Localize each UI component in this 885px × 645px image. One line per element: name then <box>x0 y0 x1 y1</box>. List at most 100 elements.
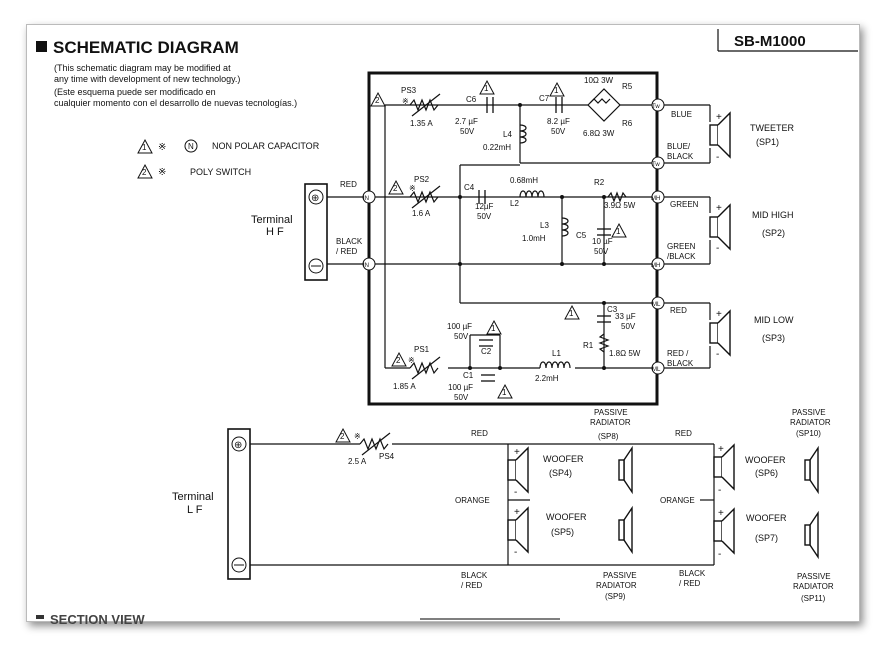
sp7-label-2: (SP7) <box>755 533 778 543</box>
svg-text:-: - <box>716 243 719 254</box>
ml-minus-wire-1: RED / <box>667 349 689 358</box>
svg-text:+: + <box>514 447 520 458</box>
l1-value: 2.2mH <box>535 374 559 383</box>
in-node-plus: IN <box>362 190 376 204</box>
c5-label: C5 <box>576 231 587 240</box>
l1-label: L1 <box>552 349 561 358</box>
lf-terminal-sub: L F <box>187 504 203 516</box>
in-node-minus: IN <box>362 257 376 271</box>
node-ml-plus: ML <box>651 296 665 310</box>
sp4-label-2: (SP4) <box>549 468 572 478</box>
svg-text:+: + <box>718 508 724 519</box>
l2-value: 0.68mH <box>510 176 538 185</box>
svg-text:1: 1 <box>616 227 621 236</box>
svg-text:+: + <box>718 444 724 455</box>
c5-value-1: 10 µF <box>592 237 613 246</box>
svg-text:1: 1 <box>554 86 559 95</box>
svg-text:※: ※ <box>409 184 416 193</box>
ps3-value: 1.35 A <box>410 119 433 128</box>
node-tw-minus: Tw <box>651 156 665 170</box>
sp10-label-3: (SP10) <box>796 429 821 438</box>
ml-minus-wire-2: BLACK <box>667 359 694 368</box>
hf-terminal-label: Terminal <box>251 214 293 226</box>
svg-text:+: + <box>716 203 722 214</box>
mh-minus-wire-2: /BLACK <box>667 252 696 261</box>
svg-text:2: 2 <box>340 432 345 441</box>
sp2-label-1: MID HIGH <box>752 210 794 220</box>
svg-text:⊕: ⊕ <box>234 440 242 451</box>
sp3-label-1: MID LOW <box>754 315 794 325</box>
sp10-label-1: PASSIVE <box>792 408 826 417</box>
node-ml-minus: ML <box>651 361 665 375</box>
svg-text:※: ※ <box>158 142 166 153</box>
svg-text:1: 1 <box>502 388 507 397</box>
node-mh-plus: MH <box>651 190 665 204</box>
c6-label: C6 <box>466 95 477 104</box>
ps3-label: PS3 <box>401 86 417 95</box>
node-mh-minus: MH <box>651 257 665 271</box>
sp10-label-2: RADIATOR <box>790 418 831 427</box>
sp6-label-2: (SP6) <box>755 468 778 478</box>
r5-r6-resistors <box>587 88 621 122</box>
note-en-2: any time with development of new technol… <box>54 74 240 84</box>
tw-plus-wire: BLUE <box>671 110 692 119</box>
svg-text:+: + <box>716 112 722 123</box>
r1-resistor <box>598 333 610 353</box>
l2-label: L2 <box>510 199 519 208</box>
sp9-label-2: RADIATOR <box>596 581 637 590</box>
svg-text:ML: ML <box>652 302 661 308</box>
c1-value-2: 50V <box>454 393 469 402</box>
svg-text:Tw: Tw <box>652 162 660 168</box>
c3-label: C3 <box>607 305 618 314</box>
c3-value-2: 50V <box>621 322 636 331</box>
c3-value-1: 33 µF <box>615 312 636 321</box>
c6-value-1: 2.7 µF <box>455 117 478 126</box>
passive-radiator-sp11-icon <box>804 512 819 558</box>
c5-value-2: 50V <box>594 247 609 256</box>
svg-text:ML: ML <box>652 367 661 373</box>
lf-black-right-1: BLACK <box>679 569 706 578</box>
svg-text:IN: IN <box>363 263 369 269</box>
ps4-switch <box>359 432 391 456</box>
l4-inductor <box>519 124 527 144</box>
c2-label: C2 <box>481 347 492 356</box>
svg-text:IN: IN <box>363 196 369 202</box>
ps4-label: PS4 <box>379 452 395 461</box>
svg-text:MH: MH <box>651 196 660 202</box>
sp11-label-2: RADIATOR <box>793 582 834 591</box>
sp5-label-1: WOOFER <box>546 512 587 522</box>
l4-label: L4 <box>503 130 512 139</box>
sp2-label-2: (SP2) <box>762 228 785 238</box>
sp1-label-2: (SP1) <box>756 137 779 147</box>
sp5-label-2: (SP5) <box>551 527 574 537</box>
lf-terminal-label: Terminal <box>172 491 214 503</box>
svg-text:※: ※ <box>402 97 409 106</box>
ps3-switch <box>409 93 441 117</box>
r2-label: R2 <box>594 178 605 187</box>
c4-value-1: 12µF <box>475 202 494 211</box>
tw-minus-wire-1: BLUE/ <box>667 142 691 151</box>
ps2-label: PS2 <box>414 175 430 184</box>
c4-value-2: 50V <box>477 212 492 221</box>
passive-radiator-sp10-icon <box>804 447 819 493</box>
svg-text:2: 2 <box>375 96 380 105</box>
woofer-sp7-icon <box>713 508 735 554</box>
svg-text:2: 2 <box>393 184 398 193</box>
ps4-value: 2.5 A <box>348 457 367 466</box>
c2-capacitor <box>479 339 493 347</box>
woofer-sp6-icon <box>713 444 735 490</box>
r5-label: R5 <box>622 82 633 91</box>
tw-minus-wire-2: BLACK <box>667 152 694 161</box>
c4-label: C4 <box>464 183 475 192</box>
svg-text:Tw: Tw <box>652 104 660 110</box>
node-tw-plus: Tw <box>651 98 665 112</box>
lf-black-left-1: BLACK <box>461 571 488 580</box>
svg-text:+: + <box>514 507 520 518</box>
l3-value: 1.0mH <box>522 234 546 243</box>
ps2-switch <box>409 185 441 209</box>
hf-red-wire-label: RED <box>340 180 357 189</box>
ps1-label: PS1 <box>414 345 430 354</box>
hf-terminal: ⊕ <box>304 183 328 281</box>
lf-orange-right: ORANGE <box>660 496 695 505</box>
c7-label: C7 <box>539 94 550 103</box>
